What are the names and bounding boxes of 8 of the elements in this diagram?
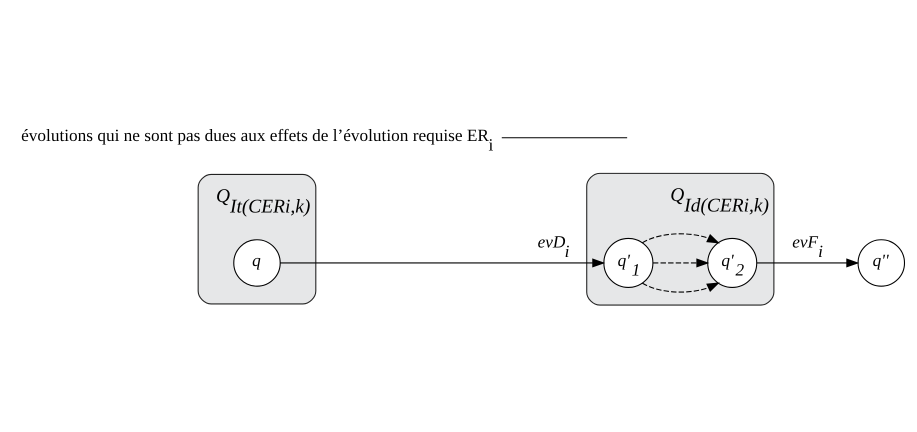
arrow xyxy=(280,258,606,268)
arrow xyxy=(642,233,720,244)
arrow xyxy=(642,282,720,293)
connector xyxy=(502,137,628,138)
node-circle: q xyxy=(233,239,281,287)
arrow xyxy=(653,258,710,268)
arrow xyxy=(756,258,860,268)
node-circle: q'' xyxy=(858,239,906,287)
